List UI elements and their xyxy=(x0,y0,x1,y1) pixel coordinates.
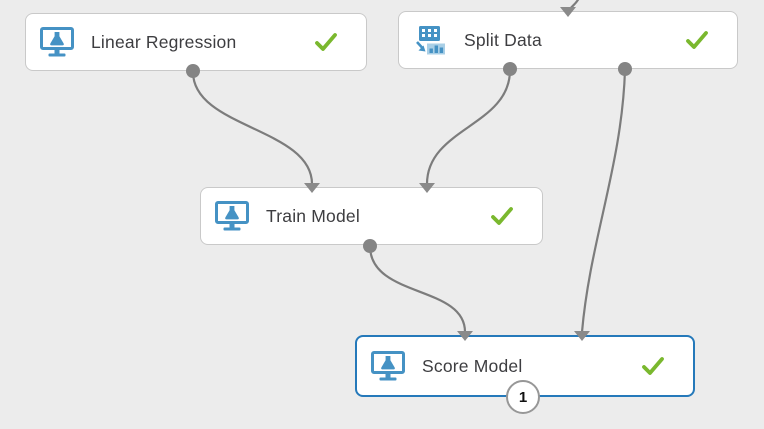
edge-splitdata-to-scoremodel[interactable] xyxy=(580,68,627,334)
check-icon xyxy=(315,33,337,51)
check-icon xyxy=(642,357,664,375)
check-icon xyxy=(686,31,708,49)
output-port-train-model[interactable] xyxy=(363,239,377,253)
edge-trainmodel-to-scoremodel[interactable] xyxy=(368,244,467,334)
input-port-split-data[interactable] xyxy=(560,7,576,17)
ml-module-icon xyxy=(40,27,74,57)
input-port-2-train-model[interactable] xyxy=(419,183,435,193)
port-badge-number: 1 xyxy=(518,388,528,406)
ml-module-icon xyxy=(371,351,405,381)
node-label: Train Model xyxy=(266,205,360,226)
output-port-linear-regression[interactable] xyxy=(186,64,200,78)
input-port-1-train-model[interactable] xyxy=(304,183,320,193)
output-port-1-split-data[interactable] xyxy=(503,62,517,76)
output-port-2-split-data[interactable] xyxy=(618,62,632,76)
edge-splitdata-to-trainmodel[interactable] xyxy=(425,68,512,186)
node-split-data[interactable]: Split Data xyxy=(398,11,738,69)
output-port-badge-score-model[interactable]: 1 xyxy=(506,380,540,414)
input-port-1-score-model[interactable] xyxy=(457,331,473,341)
input-port-2-score-model[interactable] xyxy=(574,331,590,341)
node-linear-regression[interactable]: Linear Regression xyxy=(25,13,367,71)
edge-linearregression-to-trainmodel[interactable] xyxy=(191,70,314,186)
node-label: Split Data xyxy=(464,29,542,50)
node-train-model[interactable]: Train Model xyxy=(200,187,543,245)
node-label: Linear Regression xyxy=(91,31,237,52)
split-data-icon xyxy=(416,26,445,55)
node-label: Score Model xyxy=(422,355,523,376)
ml-module-icon xyxy=(215,201,249,231)
check-icon xyxy=(491,207,513,225)
